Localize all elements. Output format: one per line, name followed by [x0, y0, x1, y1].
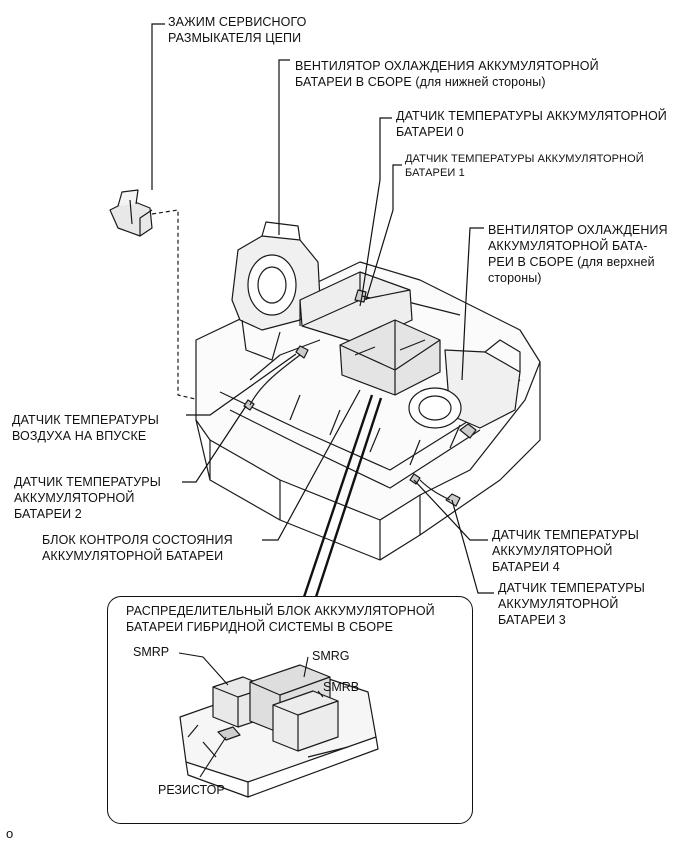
lower-fan-part	[231, 221, 321, 361]
label-resistor: РЕЗИСТОР	[158, 783, 225, 797]
junction-block-inset: РАСПРЕДЕЛИТЕЛЬНЫЙ БЛОК АККУМУЛЯТОРНОЙ БА…	[107, 596, 473, 824]
inset-title: РАСПРЕДЕЛИТЕЛЬНЫЙ БЛОК АККУМУЛЯТОРНОЙ БА…	[126, 604, 435, 634]
label-fan-upper: ВЕНТИЛЯТОР ОХЛАЖДЕНИЯ АККУМУЛЯТОРНОЙ БАТ…	[488, 223, 668, 285]
label-smrg: SMRG	[312, 649, 350, 663]
label-temp-sensor-3: ДАТЧИК ТЕМПЕРАТУРЫ АККУМУЛЯТОРНОЙ БАТАРЕ…	[498, 581, 645, 627]
upper-fan-part	[408, 339, 521, 429]
junction-block-part	[299, 271, 441, 396]
footnote-code: o	[6, 826, 14, 841]
label-service-plug-clamp: ЗАЖИМ СЕРВИСНОГО РАЗМЫКАТЕЛЯ ЦЕПИ	[168, 15, 307, 45]
label-temp-sensor-4: ДАТЧИК ТЕМПЕРАТУРЫ АККУМУЛЯТОРНОЙ БАТАРЕ…	[492, 528, 639, 574]
label-temp-sensor-0: ДАТЧИК ТЕМПЕРАТУРЫ АККУМУЛЯТОРНОЙ БАТАРЕ…	[396, 109, 667, 139]
label-intake-air-sensor: ДАТЧИК ТЕМПЕРАТУРЫ ВОЗДУХА НА ВПУСКЕ	[12, 413, 159, 443]
label-battery-ecu: БЛОК КОНТРОЛЯ СОСТОЯНИЯ АККУМУЛЯТОРНОЙ Б…	[42, 533, 233, 563]
label-smrb: SMRB	[323, 680, 360, 694]
label-smrp: SMRP	[133, 645, 170, 659]
label-temp-sensor-1: ДАТЧИК ТЕМПЕРАТУРЫ АККУМУЛЯТОРНОЙ БАТАРЕ…	[405, 153, 644, 179]
service-plug-clamp-part	[109, 189, 153, 237]
label-fan-lower: ВЕНТИЛЯТОР ОХЛАЖДЕНИЯ АККУМУЛЯТОРНОЙ БАТ…	[295, 59, 599, 89]
label-temp-sensor-2: ДАТЧИК ТЕМПЕРАТУРЫ АККУМУЛЯТОРНОЙ БАТАРЕ…	[14, 475, 161, 521]
inset-illustration	[178, 652, 379, 798]
